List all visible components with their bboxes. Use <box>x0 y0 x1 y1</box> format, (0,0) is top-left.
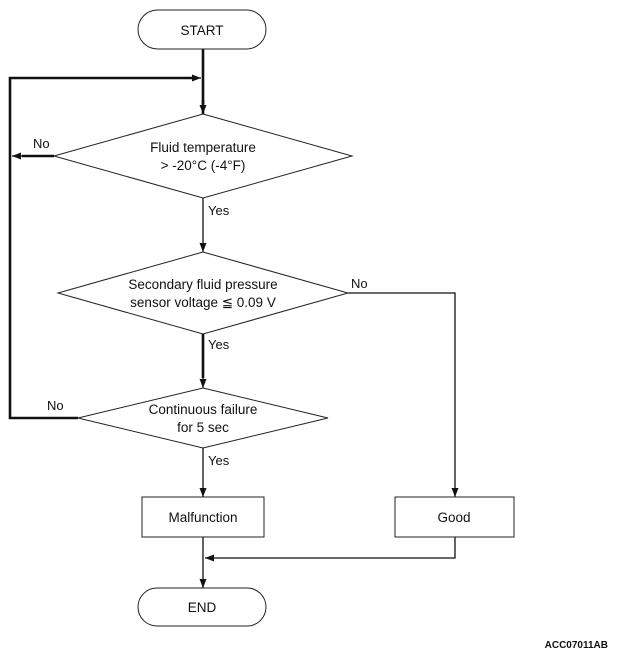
decision-voltage: Secondary fluid pressure sensor voltage … <box>56 251 350 335</box>
end-label: END <box>188 600 217 615</box>
temp-no-label: No <box>33 136 50 151</box>
good-to-merge-arrow <box>205 537 456 562</box>
voltage-yes-label: Yes <box>208 337 230 352</box>
loop-back-line <box>8 76 196 420</box>
failure-line1: Continuous failure <box>149 402 258 417</box>
voltage-no-line <box>348 292 459 497</box>
temp-line2: > -20°C (-4°F) <box>161 158 246 173</box>
figure-id: ACC07011AB <box>545 640 608 651</box>
malfunction-box: Malfunction <box>141 496 265 538</box>
voltage-line1: Secondary fluid pressure <box>128 277 277 292</box>
good-label: Good <box>437 510 470 525</box>
voltage-line2: sensor voltage ≦ 0.09 V <box>130 295 276 310</box>
voltage-no-label: No <box>351 276 368 291</box>
failure-line2: for 5 sec <box>177 420 229 435</box>
decision-failure: Continuous failure for 5 sec <box>77 387 329 449</box>
decision-temperature: Fluid temperature > -20°C (-4°F) <box>52 113 354 199</box>
end-terminal: END <box>137 587 267 627</box>
good-box: Good <box>394 496 515 538</box>
failure-no-label: No <box>47 398 64 413</box>
malfunction-label: Malfunction <box>168 510 237 525</box>
start-terminal: START <box>137 9 267 50</box>
failure-yes-label: Yes <box>208 453 230 468</box>
temp-line1: Fluid temperature <box>150 140 256 155</box>
start-label: START <box>180 23 223 38</box>
temp-yes-label: Yes <box>208 203 230 218</box>
